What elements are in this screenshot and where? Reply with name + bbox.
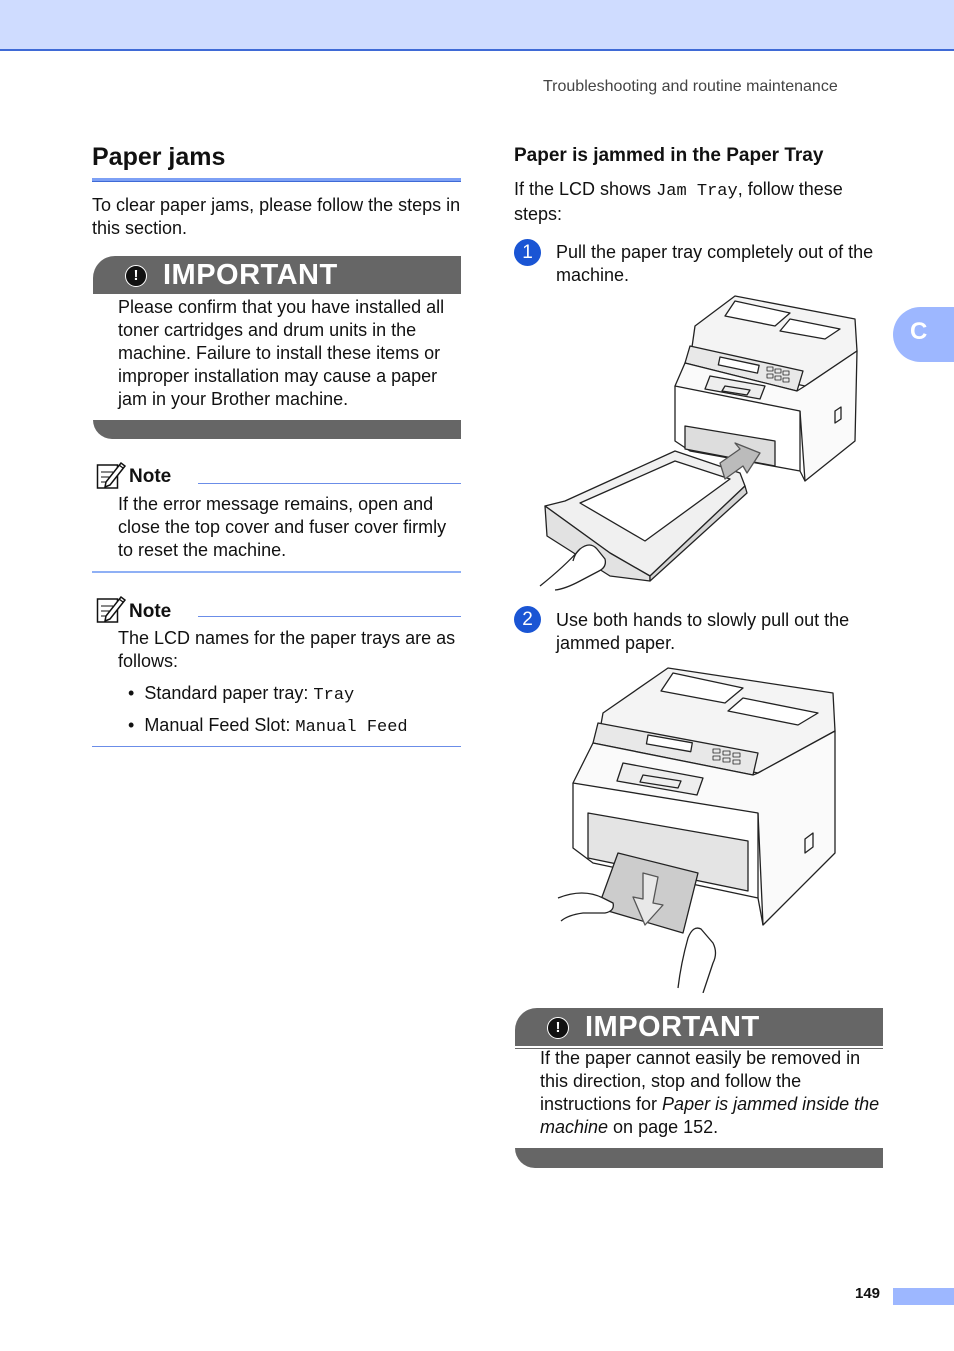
footer-bar <box>893 1288 954 1305</box>
note-label: Note <box>129 601 172 622</box>
step-number-badge: 2 <box>514 606 541 633</box>
important-label: IMPORTANT <box>163 259 338 291</box>
step-text: Use both hands to slowly pull out the ja… <box>556 610 850 653</box>
page-title: Paper jams <box>92 143 226 171</box>
note-label: Note <box>129 466 172 487</box>
important-label: IMPORTANT <box>585 1011 760 1043</box>
important-footer <box>515 1148 883 1168</box>
section-tab: C <box>893 307 954 362</box>
list-item: • Standard paper tray: Tray <box>128 682 354 707</box>
important-text: If the paper cannot easily be removed in… <box>540 1048 861 1114</box>
important-header: ! IMPORTANT <box>515 1008 883 1046</box>
important-footer <box>93 420 461 439</box>
section-heading: Paper is jammed in the Paper Tray <box>514 145 824 166</box>
list-item-text: Standard paper tray: <box>144 683 314 703</box>
important-body: If the paper cannot easily be removed in… <box>540 1047 885 1139</box>
note-body: The LCD names for the paper trays are as… <box>118 628 456 671</box>
list-item-text: Manual Feed Slot: <box>144 715 296 735</box>
lcd-text-pre: If the LCD shows <box>514 179 657 199</box>
important-body: Please confirm that you have installed a… <box>118 297 445 409</box>
lcd-code: Jam Tray <box>656 182 738 201</box>
exclamation-icon: ! <box>125 265 147 287</box>
lcd-instruction: If the LCD shows Jam Tray, follow these … <box>514 178 884 226</box>
step-text: Pull the paper tray completely out of th… <box>556 242 874 285</box>
list-item: • Manual Feed Slot: Manual Feed <box>128 714 408 739</box>
note-pencil-icon <box>96 594 127 629</box>
lcd-text-post: , follow these steps: <box>514 179 843 224</box>
cross-reference-link[interactable]: Paper is jammed inside the machine <box>540 1094 880 1137</box>
note-rule <box>198 483 461 484</box>
printer-tray-illustration <box>535 291 865 596</box>
lcd-code: Tray <box>313 686 355 705</box>
lcd-code: Manual Feed <box>295 718 408 737</box>
step-number-badge: 1 <box>514 239 541 266</box>
bullet-icon: • <box>128 715 145 735</box>
exclamation-icon: ! <box>547 1017 569 1039</box>
section-letter: C <box>910 318 928 345</box>
intro-paragraph: To clear paper jams, please follow the s… <box>92 195 461 238</box>
important-divider <box>515 1048 883 1049</box>
important-text: on page 152. <box>608 1117 719 1137</box>
page-number: 149 <box>855 1285 881 1302</box>
note-bottom-rule <box>92 571 461 573</box>
title-underline <box>92 178 461 182</box>
top-banner <box>0 0 954 51</box>
bullet-icon: • <box>128 683 145 703</box>
note-body: If the error message remains, open and c… <box>118 494 447 560</box>
running-header: Troubleshooting and routine maintenance <box>543 78 838 95</box>
note-bottom-rule <box>92 746 461 747</box>
note-rule <box>198 616 461 617</box>
jammed-paper-illustration <box>553 663 843 998</box>
important-header: ! IMPORTANT <box>93 256 461 294</box>
note-pencil-icon <box>96 460 127 495</box>
